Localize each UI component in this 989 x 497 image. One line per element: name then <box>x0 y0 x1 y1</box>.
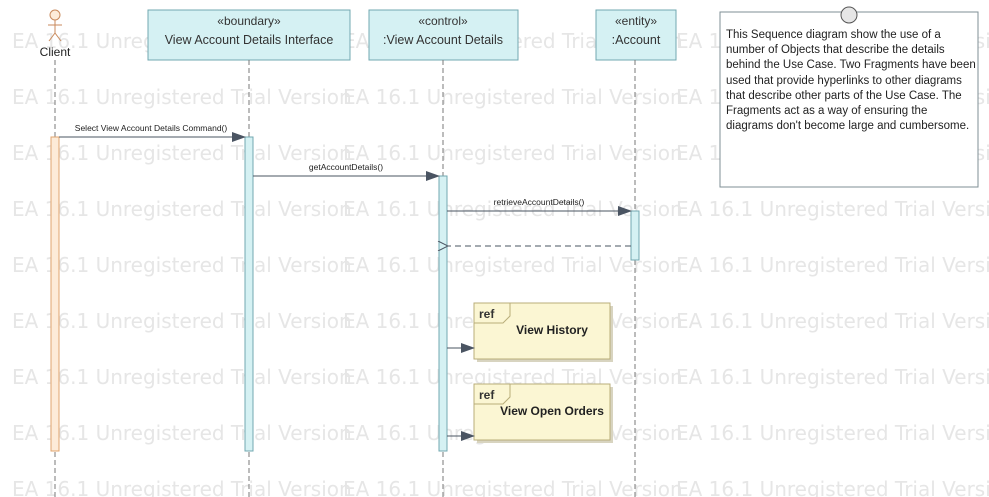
fragment-title: View History <box>516 323 588 337</box>
message-select-command[interactable]: Select View Account Details Command() <box>59 123 246 142</box>
note-pin-icon <box>840 6 858 24</box>
watermark-text: EA 16.1 Unregistered Trial Version <box>12 421 352 445</box>
watermark-text: EA 16.1 Unregistered Trial Version <box>343 477 683 497</box>
lifeline-stereotype: «boundary» <box>217 14 281 28</box>
message-get-account-details[interactable]: getAccountDetails() <box>253 162 440 181</box>
fragment-tag: ref <box>479 307 495 321</box>
stick-figure-icon <box>48 9 62 42</box>
watermark-text: EA 16.1 Unregistered Trial Version <box>12 477 352 497</box>
watermark-text: EA 16.1 Unregistered Trial Version <box>676 365 989 389</box>
lifeline-header-box <box>147 9 351 61</box>
lifeline-name: :Account <box>612 33 661 47</box>
fragment-title: View Open Orders <box>500 404 604 418</box>
watermark-text: EA 16.1 Unregistered Trial Version <box>12 365 352 389</box>
fragment-tag-box <box>474 383 511 405</box>
lifeline-account[interactable]: «entity» :Account <box>595 9 677 61</box>
client-activation-bar <box>50 136 60 452</box>
actor-label: Client <box>40 45 71 59</box>
message-retrieve-account-details[interactable]: retrieveAccountDetails() <box>447 197 632 216</box>
watermark-text: EA 16.1 Unregistered Trial Version <box>343 253 683 277</box>
watermark-text: EA 16.1 Unregistered Trial Version <box>676 309 989 333</box>
lifeline-view-account-details-interface[interactable]: «boundary» View Account Details Interfac… <box>147 9 351 61</box>
lifeline-view-account-details[interactable]: «control» :View Account Details <box>368 9 519 61</box>
watermark-text: EA 16.1 Unregistered Trial Version <box>12 253 352 277</box>
note-text: This Sequence diagram show the use of a … <box>726 29 976 133</box>
lifeline-name: View Account Details Interface <box>165 33 334 47</box>
watermark-text: EA 16.1 Unregistered Trial Version <box>676 197 989 221</box>
watermark-text: EA 16.1 Unregistered Trial Version <box>343 85 683 109</box>
watermark-text: EA 16.1 Unregistered Trial Version <box>676 477 989 497</box>
fragment-box <box>473 302 611 360</box>
watermark-text: EA 16.1 Unregistered Trial Version <box>12 309 352 333</box>
watermark-text: EA 16.1 Unregistered Trial Version <box>343 141 683 165</box>
fragment-tag: ref <box>479 388 495 402</box>
fragment-box <box>473 383 611 441</box>
watermark-text: EA 16.1 Unregistered Trial Version <box>12 197 352 221</box>
lifeline-header-box <box>595 9 677 61</box>
lifeline-stereotype: «entity» <box>615 14 657 28</box>
watermark-text: EA 16.1 Unregistered Trial Version <box>676 253 989 277</box>
client-actor[interactable]: Client <box>40 9 71 59</box>
activation-bar <box>438 175 448 452</box>
watermark-text: EA 16.1 Unregistered Trial Version <box>676 421 989 445</box>
note-box[interactable] <box>719 6 979 188</box>
message-label: getAccountDetails() <box>309 162 383 172</box>
fragment-tag-box <box>474 302 511 324</box>
lifeline-name: :View Account Details <box>383 33 503 47</box>
lifeline-stereotype: «control» <box>418 14 468 28</box>
message-label: retrieveAccountDetails() <box>494 197 585 207</box>
activation-bar <box>244 136 254 452</box>
activation-bar <box>630 210 640 261</box>
watermark-text: EA 16.1 Unregistered Trial Version <box>12 85 352 109</box>
message-label: Select View Account Details Command() <box>75 123 228 133</box>
watermark-text: EA 16.1 Unregistered Trial Version <box>12 141 352 165</box>
ref-fragment-view-open-orders[interactable]: ref View Open Orders <box>473 383 613 443</box>
ref-fragment-view-history[interactable]: ref View History <box>473 302 613 362</box>
note-rect <box>719 11 979 188</box>
